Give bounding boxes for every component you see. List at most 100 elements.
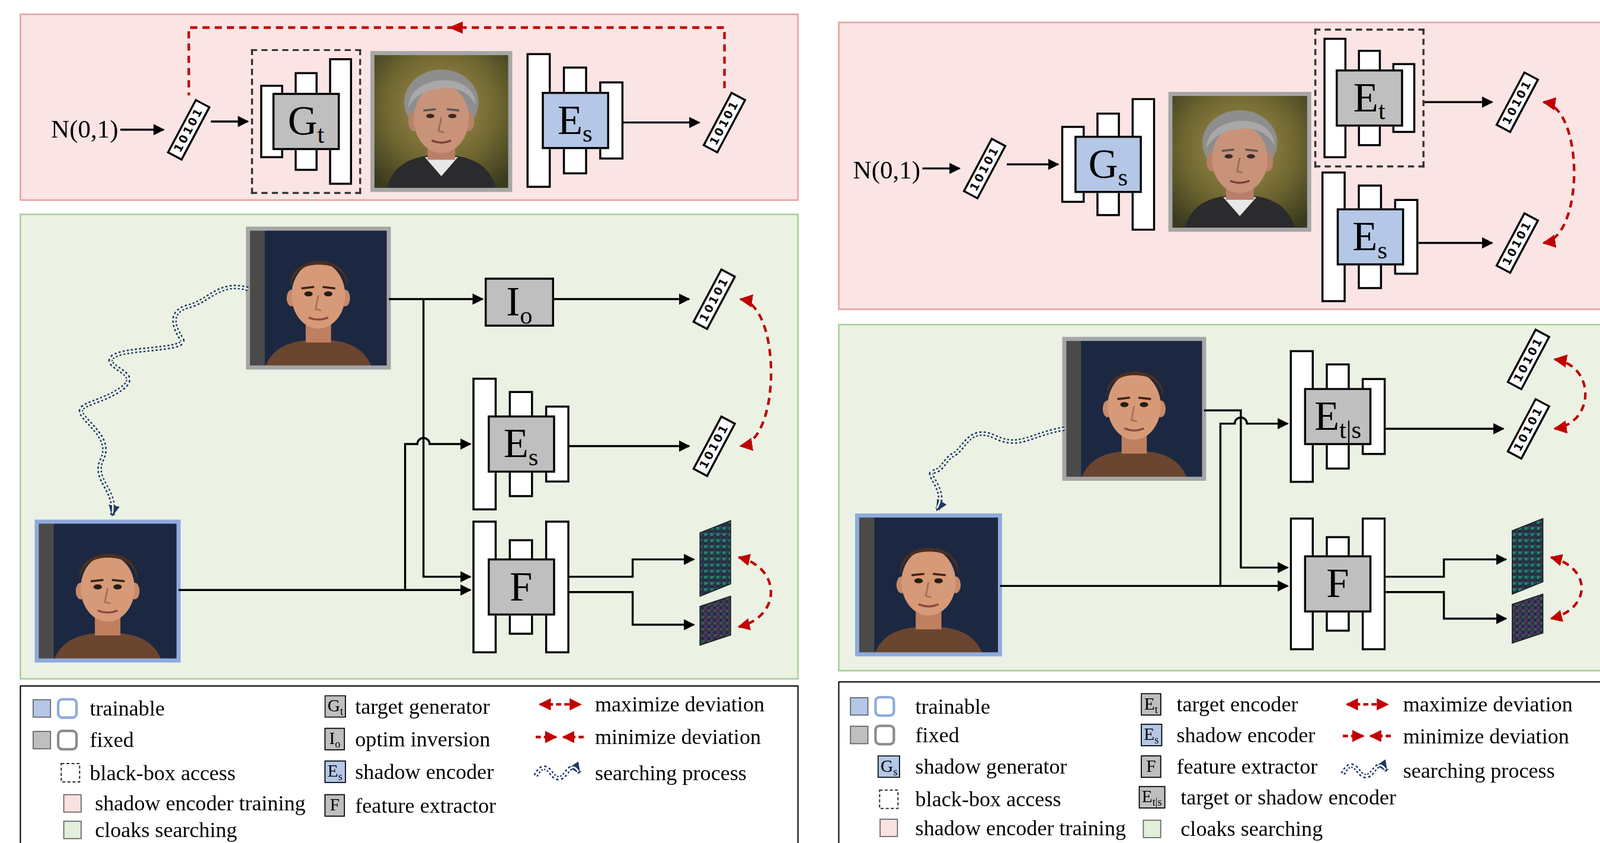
legend-icon: Es	[1140, 723, 1162, 747]
figure-rect	[838, 22, 1600, 310]
network-label: Es	[487, 415, 555, 473]
black-box-network: Gt	[251, 49, 362, 195]
legend-swatch	[32, 730, 51, 750]
connector	[210, 120, 249, 123]
figure-polygon	[1512, 593, 1544, 643]
legend-swatch	[879, 818, 898, 837]
network-block: Es	[1321, 171, 1419, 302]
subscript: s	[1154, 734, 1159, 746]
subscript: t|s	[1339, 415, 1362, 443]
connector-line	[569, 445, 690, 447]
legend-swatch	[1143, 819, 1162, 838]
legend-text: fixed	[915, 722, 960, 747]
legend-icon: Et	[1140, 692, 1161, 716]
figure-polygon	[1512, 518, 1544, 594]
legend-icon: Io	[324, 727, 345, 751]
main-letter: E	[503, 420, 529, 466]
figure-rect	[20, 14, 798, 200]
figure-rect	[856, 515, 1000, 655]
latent-digits: 10101	[696, 421, 732, 472]
figure-path	[1550, 557, 1582, 619]
latent-code: 10101	[1495, 211, 1540, 274]
connector-line	[120, 128, 164, 131]
subscript: t|s	[1152, 796, 1163, 808]
figure-rect	[1064, 338, 1205, 479]
latent-digits: 10101	[967, 143, 1003, 194]
figure-rect	[875, 696, 894, 716]
network-block: F	[472, 520, 570, 654]
subscript: s	[1118, 162, 1129, 191]
figure-path	[178, 589, 470, 591]
legend-text: searching process	[594, 760, 747, 785]
subscript: t	[340, 705, 344, 717]
main-letter: E	[557, 97, 583, 143]
latent-code: 10101	[692, 267, 737, 331]
figure-polygon	[699, 596, 731, 646]
legend-text: maximize deviation	[1403, 691, 1573, 716]
legend-text: minimize deviation	[1403, 723, 1570, 748]
main-letter: G	[1088, 141, 1119, 187]
input-label: N(0,1)	[49, 114, 121, 146]
figure-path	[1342, 765, 1387, 776]
figure-path	[535, 735, 556, 738]
legend-swatch	[849, 725, 869, 744]
network-label: Gt	[272, 93, 341, 150]
legend-text: searching process	[1403, 757, 1555, 783]
connector-line	[210, 120, 249, 123]
box-label: Io	[506, 278, 533, 325]
black-box-network: Et	[1314, 28, 1425, 168]
figure-path	[1370, 734, 1391, 737]
figure-path	[738, 557, 771, 627]
connector	[120, 129, 164, 131]
main-letter: G	[288, 97, 318, 144]
figure-path	[1346, 702, 1388, 706]
latent-code: 10101	[166, 98, 211, 161]
figure-path	[81, 286, 249, 515]
figure-path	[563, 735, 584, 738]
legend-text: shadow encoder	[354, 759, 494, 784]
figure-path	[388, 298, 483, 300]
subscript: s	[528, 442, 539, 470]
figure-path	[930, 428, 1065, 508]
main-letter: E	[1144, 693, 1155, 714]
network-block: F	[1290, 517, 1387, 651]
legend-text: trainable	[915, 693, 991, 719]
figure-path	[1220, 417, 1288, 586]
deviation-line	[1554, 359, 1586, 429]
main-letter: G	[327, 695, 341, 716]
legend-icon: Es	[324, 760, 346, 783]
figure-rect	[1170, 93, 1310, 230]
connector	[1385, 427, 1504, 430]
connector	[1418, 242, 1493, 244]
figure-path	[1385, 559, 1506, 577]
latent-digits: 10101	[1499, 77, 1535, 127]
legend-swatch	[63, 794, 82, 813]
connector-line	[1385, 427, 1504, 430]
legend-text: shadow encoder training	[94, 791, 306, 816]
legend-text: shadow encoder	[1176, 722, 1315, 747]
connector-line	[554, 298, 690, 300]
subscript: t	[1154, 703, 1158, 715]
legend-icon: F	[324, 794, 345, 817]
subscript: s	[893, 765, 898, 777]
figure-path	[423, 299, 471, 577]
latent-digits: 10101	[171, 104, 207, 155]
subscript: s	[338, 770, 343, 783]
connector-line	[1424, 100, 1493, 103]
main-letter: E	[1353, 74, 1379, 121]
figure-rect	[58, 699, 77, 718]
network-label: Es	[1336, 208, 1404, 265]
figure-use	[856, 515, 1000, 655]
figure-path	[405, 437, 471, 591]
figure-rect	[838, 324, 1600, 671]
figure-use	[36, 521, 179, 661]
deviation-line	[740, 299, 772, 447]
subscript: t	[317, 120, 325, 148]
panels	[20, 14, 1600, 843]
feature-maps	[699, 518, 1543, 646]
latent-code: 10101	[962, 136, 1007, 200]
network-label: F	[1304, 555, 1372, 613]
legend-text: target or shadow encoder	[1180, 784, 1397, 809]
connector	[623, 122, 700, 124]
